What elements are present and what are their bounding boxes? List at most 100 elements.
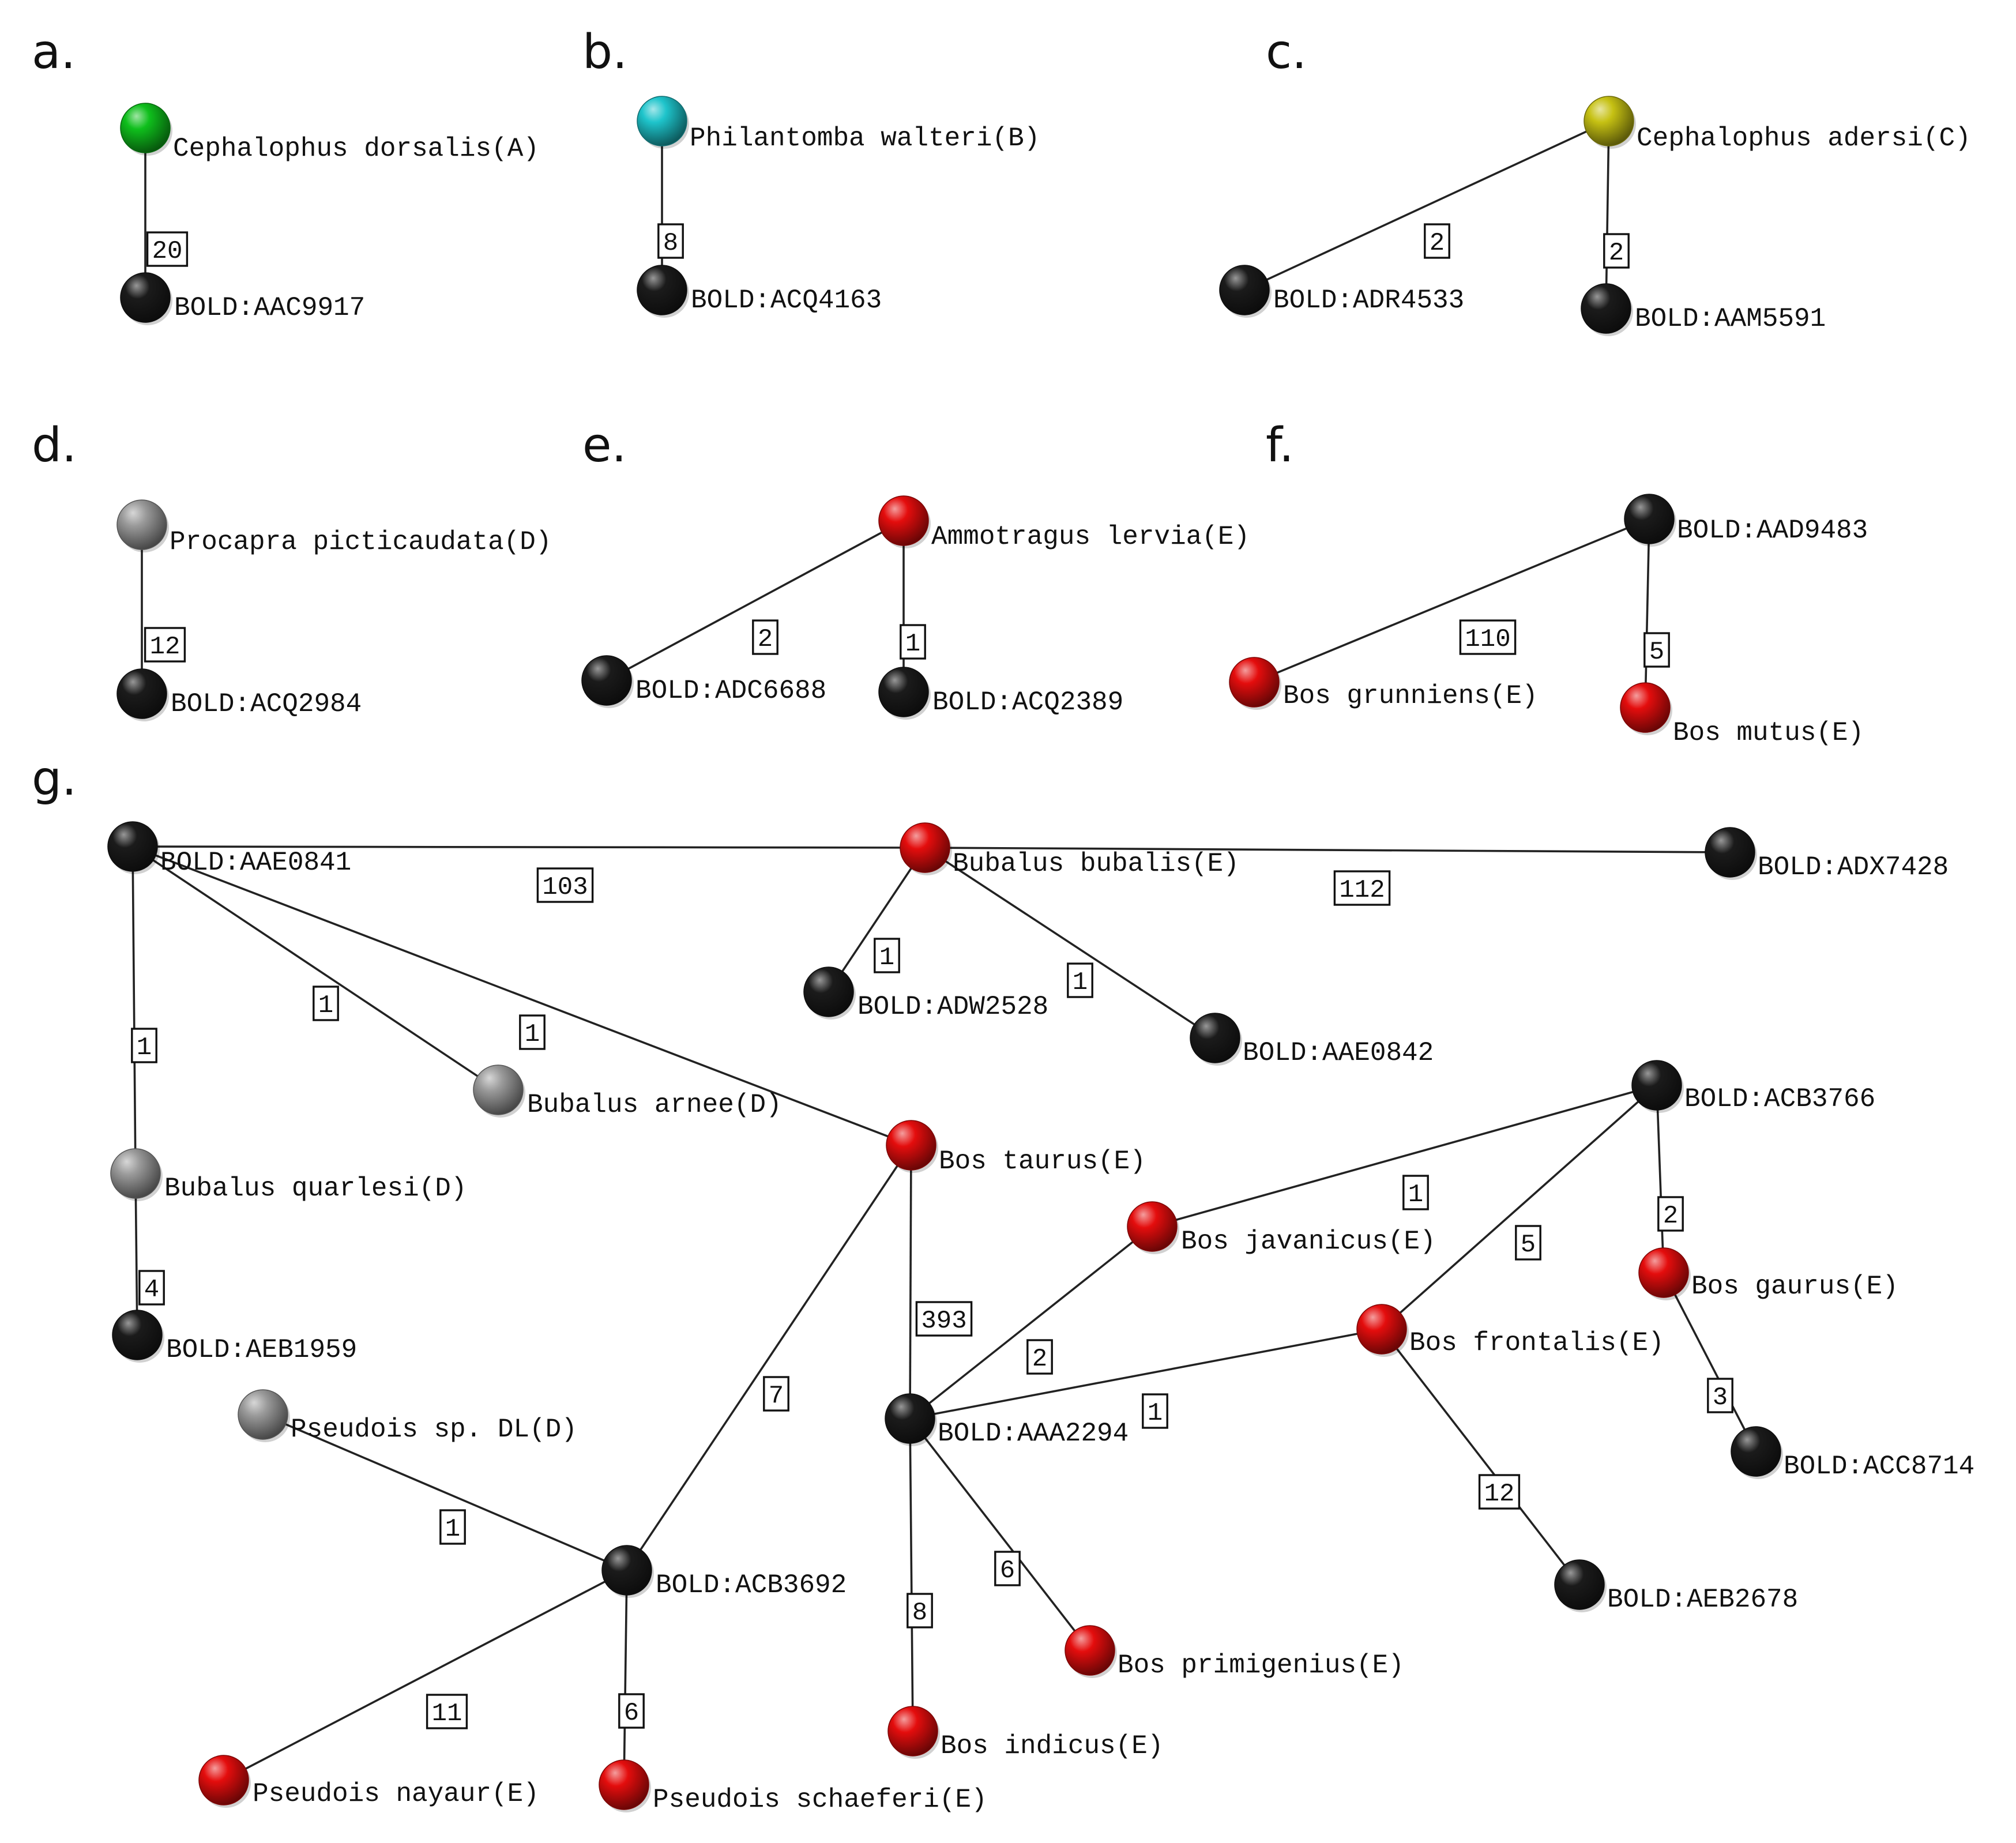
edge-frontalis-aaa2294 [909,1328,1382,1420]
edge-weight-box [1333,870,1391,906]
edge-c1-c3 [1605,121,1610,309]
node-cephalophus-adersi-c [1584,96,1636,149]
edge-bubalis-adx7428 [924,847,1731,853]
edge-weight-value: 112 [1339,876,1385,905]
edge-acb3692-schaeferi [623,1570,628,1785]
node-sphere [1731,1426,1781,1477]
edge-weight-value: 1 [1073,968,1088,997]
edge-weight-aae0841-taurus: 1 [519,1014,546,1050]
edge-weight-value: 12 [150,633,180,661]
node-bold-adc6688 [581,655,634,708]
edge-frontalis-aeb2678 [1381,1328,1581,1586]
edge-f1-f2 [1254,518,1650,683]
node-bold-acq2984 [116,668,169,721]
edge-weight-box [1402,1175,1429,1210]
node-sphere [116,668,167,719]
node-label-bos-frontalis-e: Bos frontalis(E) [1409,1328,1664,1358]
node-bold-aaa2294 [885,1393,937,1446]
edge-weight-box [915,1301,973,1337]
edge-weight-box [763,1376,789,1412]
node-label-bold-aeb1959: BOLD:AEB1959 [166,1335,357,1365]
edge-weight-box [146,231,189,267]
node-sphere [120,103,171,153]
node-label-procapra-picticaudata-d: Procapra picticaudata(D) [170,527,552,557]
node-bold-aac9917 [120,272,172,325]
node-philantomba-walteri-b [637,96,689,149]
edge-weight-f1-f2: 110 [1459,619,1517,655]
node-sphere [116,499,167,550]
edge-weight-acb3692-nayaur: 11 [426,1694,468,1729]
edge-weight-box [874,938,900,973]
edge-weight-c1-c2: 2 [1424,223,1450,259]
edge-weight-box [313,986,339,1021]
edge-bubalis-adw2528 [828,847,926,992]
node-bold-acb3692 [601,1545,654,1598]
node-bold-aae0841 [107,821,160,874]
node-sphere [1065,1625,1115,1676]
edge-weight-box [131,1028,157,1063]
edge-weight-value: 1 [318,991,333,1020]
edge-weight-box [138,1270,165,1306]
edge-weight-bubalis-adx7428: 112 [1333,870,1391,906]
node-pseudois-schaeferi-e [599,1759,651,1812]
edge-weight-value: 6 [1000,1556,1015,1585]
edge-weight-e1-e2: 2 [752,619,778,655]
edge-f1-f3 [1644,518,1650,708]
edge-weight-box [1657,1196,1684,1232]
edge-weight-value: 11 [432,1699,462,1728]
edge-quarlesi-aeb1959 [134,1173,138,1336]
edge-weight-value: 1 [905,630,920,659]
edge-weight-aaa2294-primigenius: 6 [994,1551,1021,1586]
node-sphere [886,1120,936,1171]
edge-weight-d1-d2: 12 [144,627,186,663]
node-label-bold-adr4533: BOLD:ADR4533 [1273,285,1464,315]
node-sphere [637,265,687,315]
node-sphere [110,1148,161,1199]
node-bos-javanicus-e [1127,1201,1179,1254]
node-sphere [1638,1247,1689,1298]
panel-letter-a: a. [32,25,76,80]
node-label-bold-adx7428: BOLD:ADX7428 [1758,852,1949,882]
node-bold-aam5591 [1581,283,1633,336]
node-bold-acq2389 [878,667,931,720]
node-bold-aad9483 [1624,494,1676,547]
node-cephalophus-dorsalis-a [120,103,172,156]
node-sphere [878,495,929,546]
edge-weight-e1-e3: 1 [900,624,926,660]
edge-weight-box [994,1551,1021,1586]
edge-weight-value: 1 [137,1033,152,1062]
edge-weight-value: 8 [663,229,678,258]
node-label-bold-adw2528: BOLD:ADW2528 [857,992,1048,1022]
edge-weight-aae0841-bubalis: 103 [536,867,594,903]
edge-weight-value: 1 [1148,1399,1163,1428]
edge-weight-value: 5 [1649,638,1664,667]
edge-weight-acb3766-javanicus: 1 [1402,1175,1429,1210]
node-sphere [107,821,158,872]
node-label-bos-taurus-e: Bos taurus(E) [939,1146,1146,1176]
labels-layer: Cephalophus dorsalis(A)BOLD:AAC991720Phi… [131,123,1974,1815]
node-label-bold-aam5591: BOLD:AAM5591 [1635,304,1826,334]
node-bold-adw2528 [803,966,856,1020]
node-label-bold-aaa2294: BOLD:AAA2294 [938,1419,1129,1449]
node-bos-mutus-e [1620,682,1672,735]
node-sphere [601,1545,652,1596]
panel-letter-d: d. [32,418,77,473]
node-label-bold-acb3766: BOLD:ACB3766 [1684,1084,1875,1114]
node-bold-aae0842 [1190,1013,1242,1066]
edge-weight-value: 12 [1484,1480,1515,1509]
edge-weight-box [1459,619,1517,655]
node-sphere [900,822,950,873]
node-label-philantomba-walteri-b: Philantomba walteri(B) [690,123,1040,153]
edge-weight-value: 8 [912,1598,927,1627]
edge-aae0841-bubalis [132,845,926,849]
edge-weight-value: 393 [921,1307,966,1336]
panel-letter-b: b. [582,25,627,80]
edge-weight-b1-b2: 8 [657,223,684,259]
node-sphere [120,272,171,323]
node-bos-indicus-e [887,1706,940,1759]
edge-aae0841-arnee [132,845,499,1091]
node-label-bold-aae0841: BOLD:AAE0841 [160,848,351,878]
edge-weight-box [1603,233,1630,269]
node-bold-acb3766 [1631,1060,1684,1113]
edge-weight-javanicus-aaa2294: 2 [1026,1339,1053,1375]
